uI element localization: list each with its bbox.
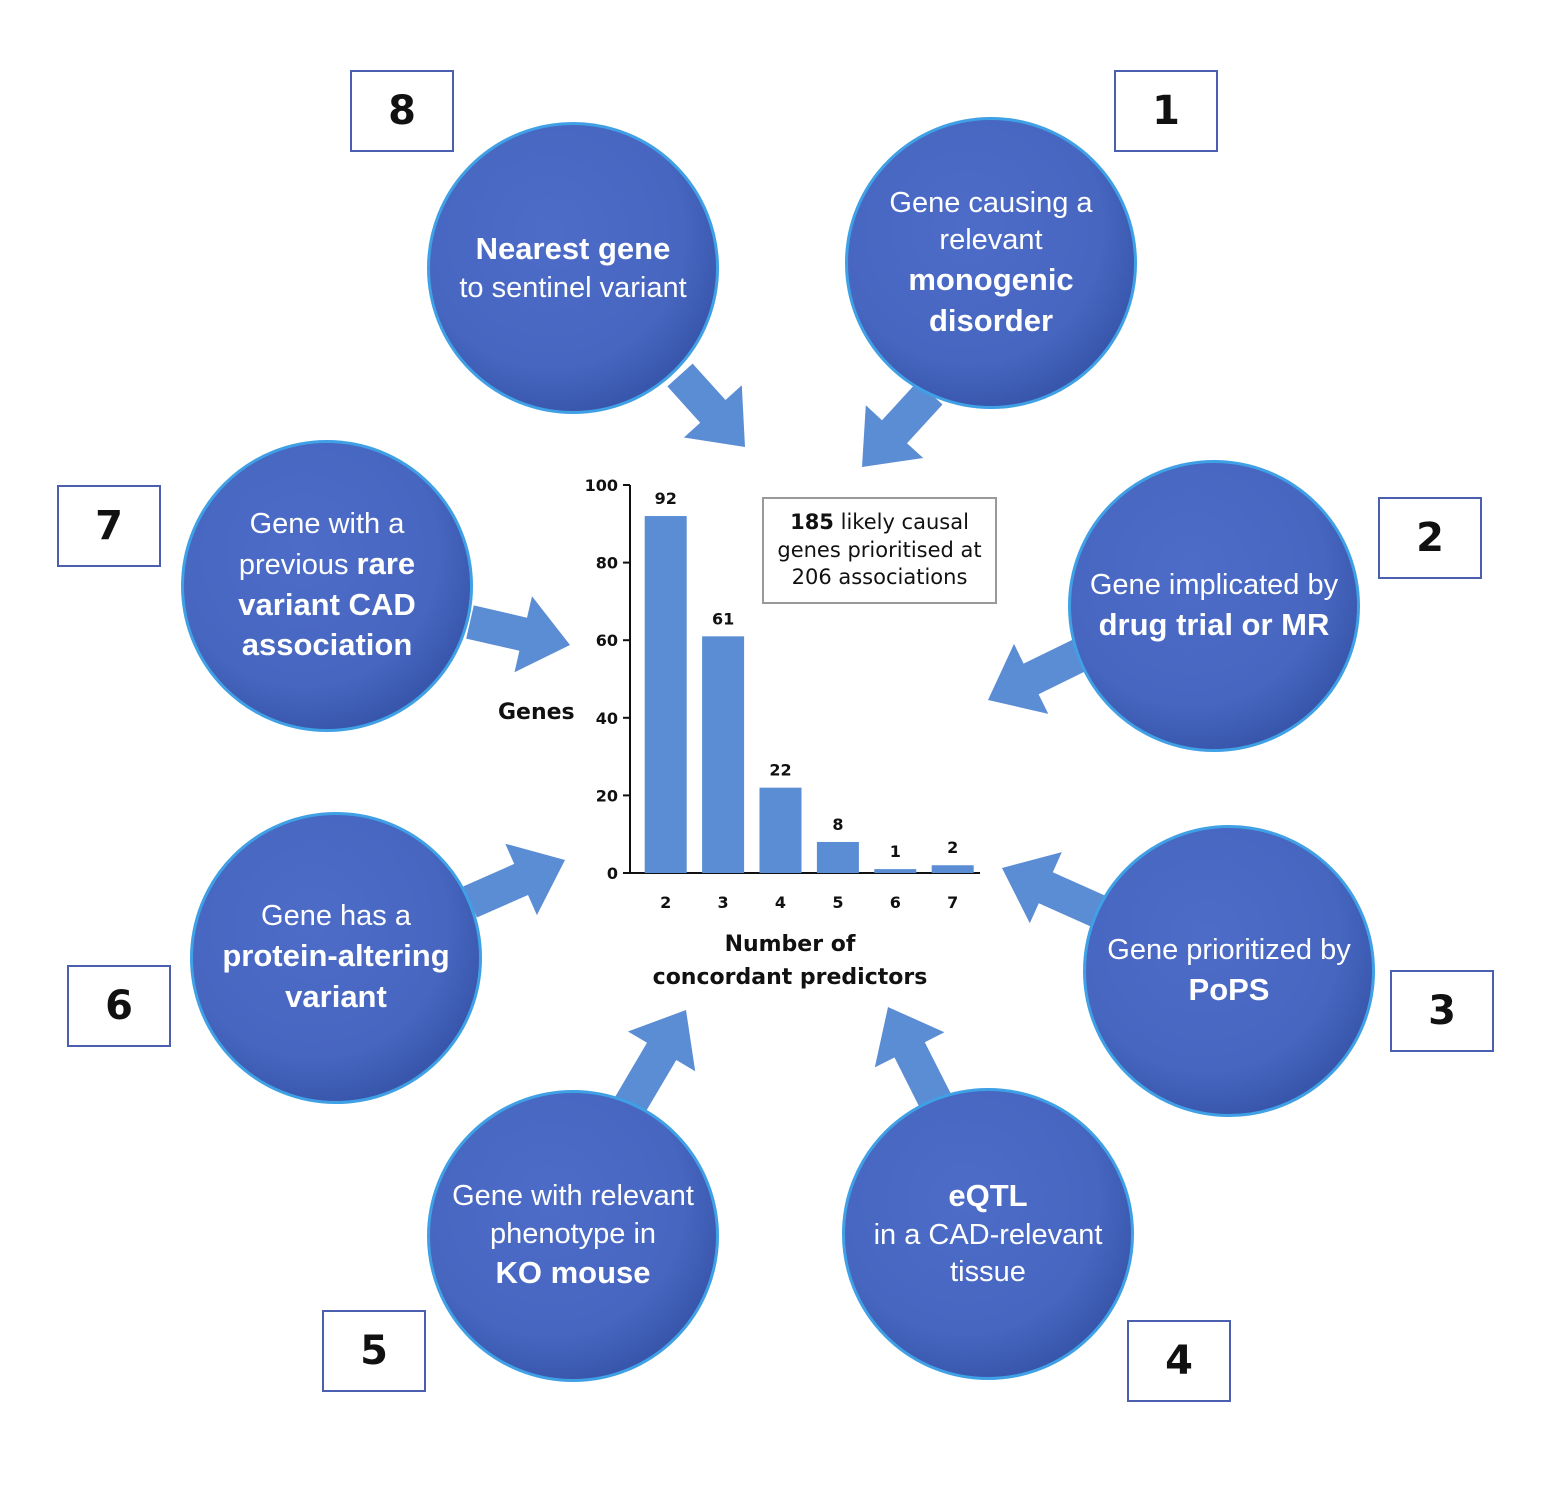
bar-7	[931, 865, 974, 873]
arrow-from-1	[862, 381, 943, 467]
bar-value-label: 61	[712, 609, 734, 628]
bar-value-label: 92	[655, 489, 677, 508]
number-box-5: 5	[322, 1310, 426, 1392]
number-box-8: 8	[350, 70, 454, 152]
predictor-circle-protein-altering: Gene has a protein-altering variant	[190, 812, 482, 1104]
bar-value-label: 1	[890, 842, 901, 861]
arrow-from-3	[1002, 852, 1107, 928]
arrow-from-2	[988, 639, 1088, 714]
bar-4	[759, 787, 802, 873]
bar-2	[644, 516, 687, 873]
x-tick-label: 2	[660, 893, 671, 912]
y-tick-label: 60	[596, 631, 618, 650]
y-tick-label: 80	[596, 554, 618, 573]
y-axis-title: Genes	[498, 700, 575, 725]
x-tick-label: 5	[832, 893, 843, 912]
summary-line2: genes prioritised at	[777, 537, 982, 562]
bar-3	[702, 636, 745, 873]
arrows-group	[463, 363, 1107, 1118]
predictor-circle-pops: Gene prioritized by PoPS	[1083, 825, 1375, 1117]
summary-line3: 206 associations	[791, 565, 968, 590]
number-box-7: 7	[57, 485, 161, 567]
x-tick-label: 4	[775, 893, 786, 912]
bar-chart: 0 20 40 60 80 100 92 2 61 3 22 4 8 5 1 6 2 7	[585, 476, 980, 912]
bar-value-label: 8	[832, 815, 843, 834]
summary-box: 185 likely causal genes prioritised at 2…	[762, 497, 997, 604]
bar-value-label: 22	[769, 761, 791, 780]
x-tick-label: 6	[890, 893, 901, 912]
bar-5	[816, 841, 859, 873]
arrow-from-8	[667, 363, 745, 447]
y-tick-label: 40	[596, 709, 618, 728]
number-box-3: 3	[1390, 970, 1494, 1052]
y-tick-label: 100	[585, 476, 618, 495]
y-tick-label: 0	[607, 864, 618, 883]
number-box-6: 6	[67, 965, 171, 1047]
summary-count: 185	[790, 509, 834, 534]
x-axis-title-line2: concordant predictors	[652, 965, 928, 990]
arrow-from-7	[466, 596, 570, 673]
x-tick-label: 7	[947, 893, 958, 912]
bar-value-label: 2	[947, 838, 958, 857]
predictor-circle-rare-variant: Gene with a previous rare variant CAD as…	[181, 440, 473, 732]
arrow-from-6	[463, 843, 565, 918]
bar-6	[874, 869, 917, 873]
number-box-4: 4	[1127, 1320, 1231, 1402]
arrow-from-5	[615, 1010, 696, 1114]
x-tick-label: 3	[718, 893, 729, 912]
x-axis-title-line1: Number of	[724, 932, 856, 957]
x-axis-title: Number of concordant predictors	[640, 928, 940, 994]
arrow-from-4	[874, 1007, 956, 1118]
summary-line1: likely causal	[840, 509, 969, 534]
y-tick-label: 20	[596, 786, 618, 805]
number-box-2: 2	[1378, 497, 1482, 579]
number-box-1: 1	[1114, 70, 1218, 152]
